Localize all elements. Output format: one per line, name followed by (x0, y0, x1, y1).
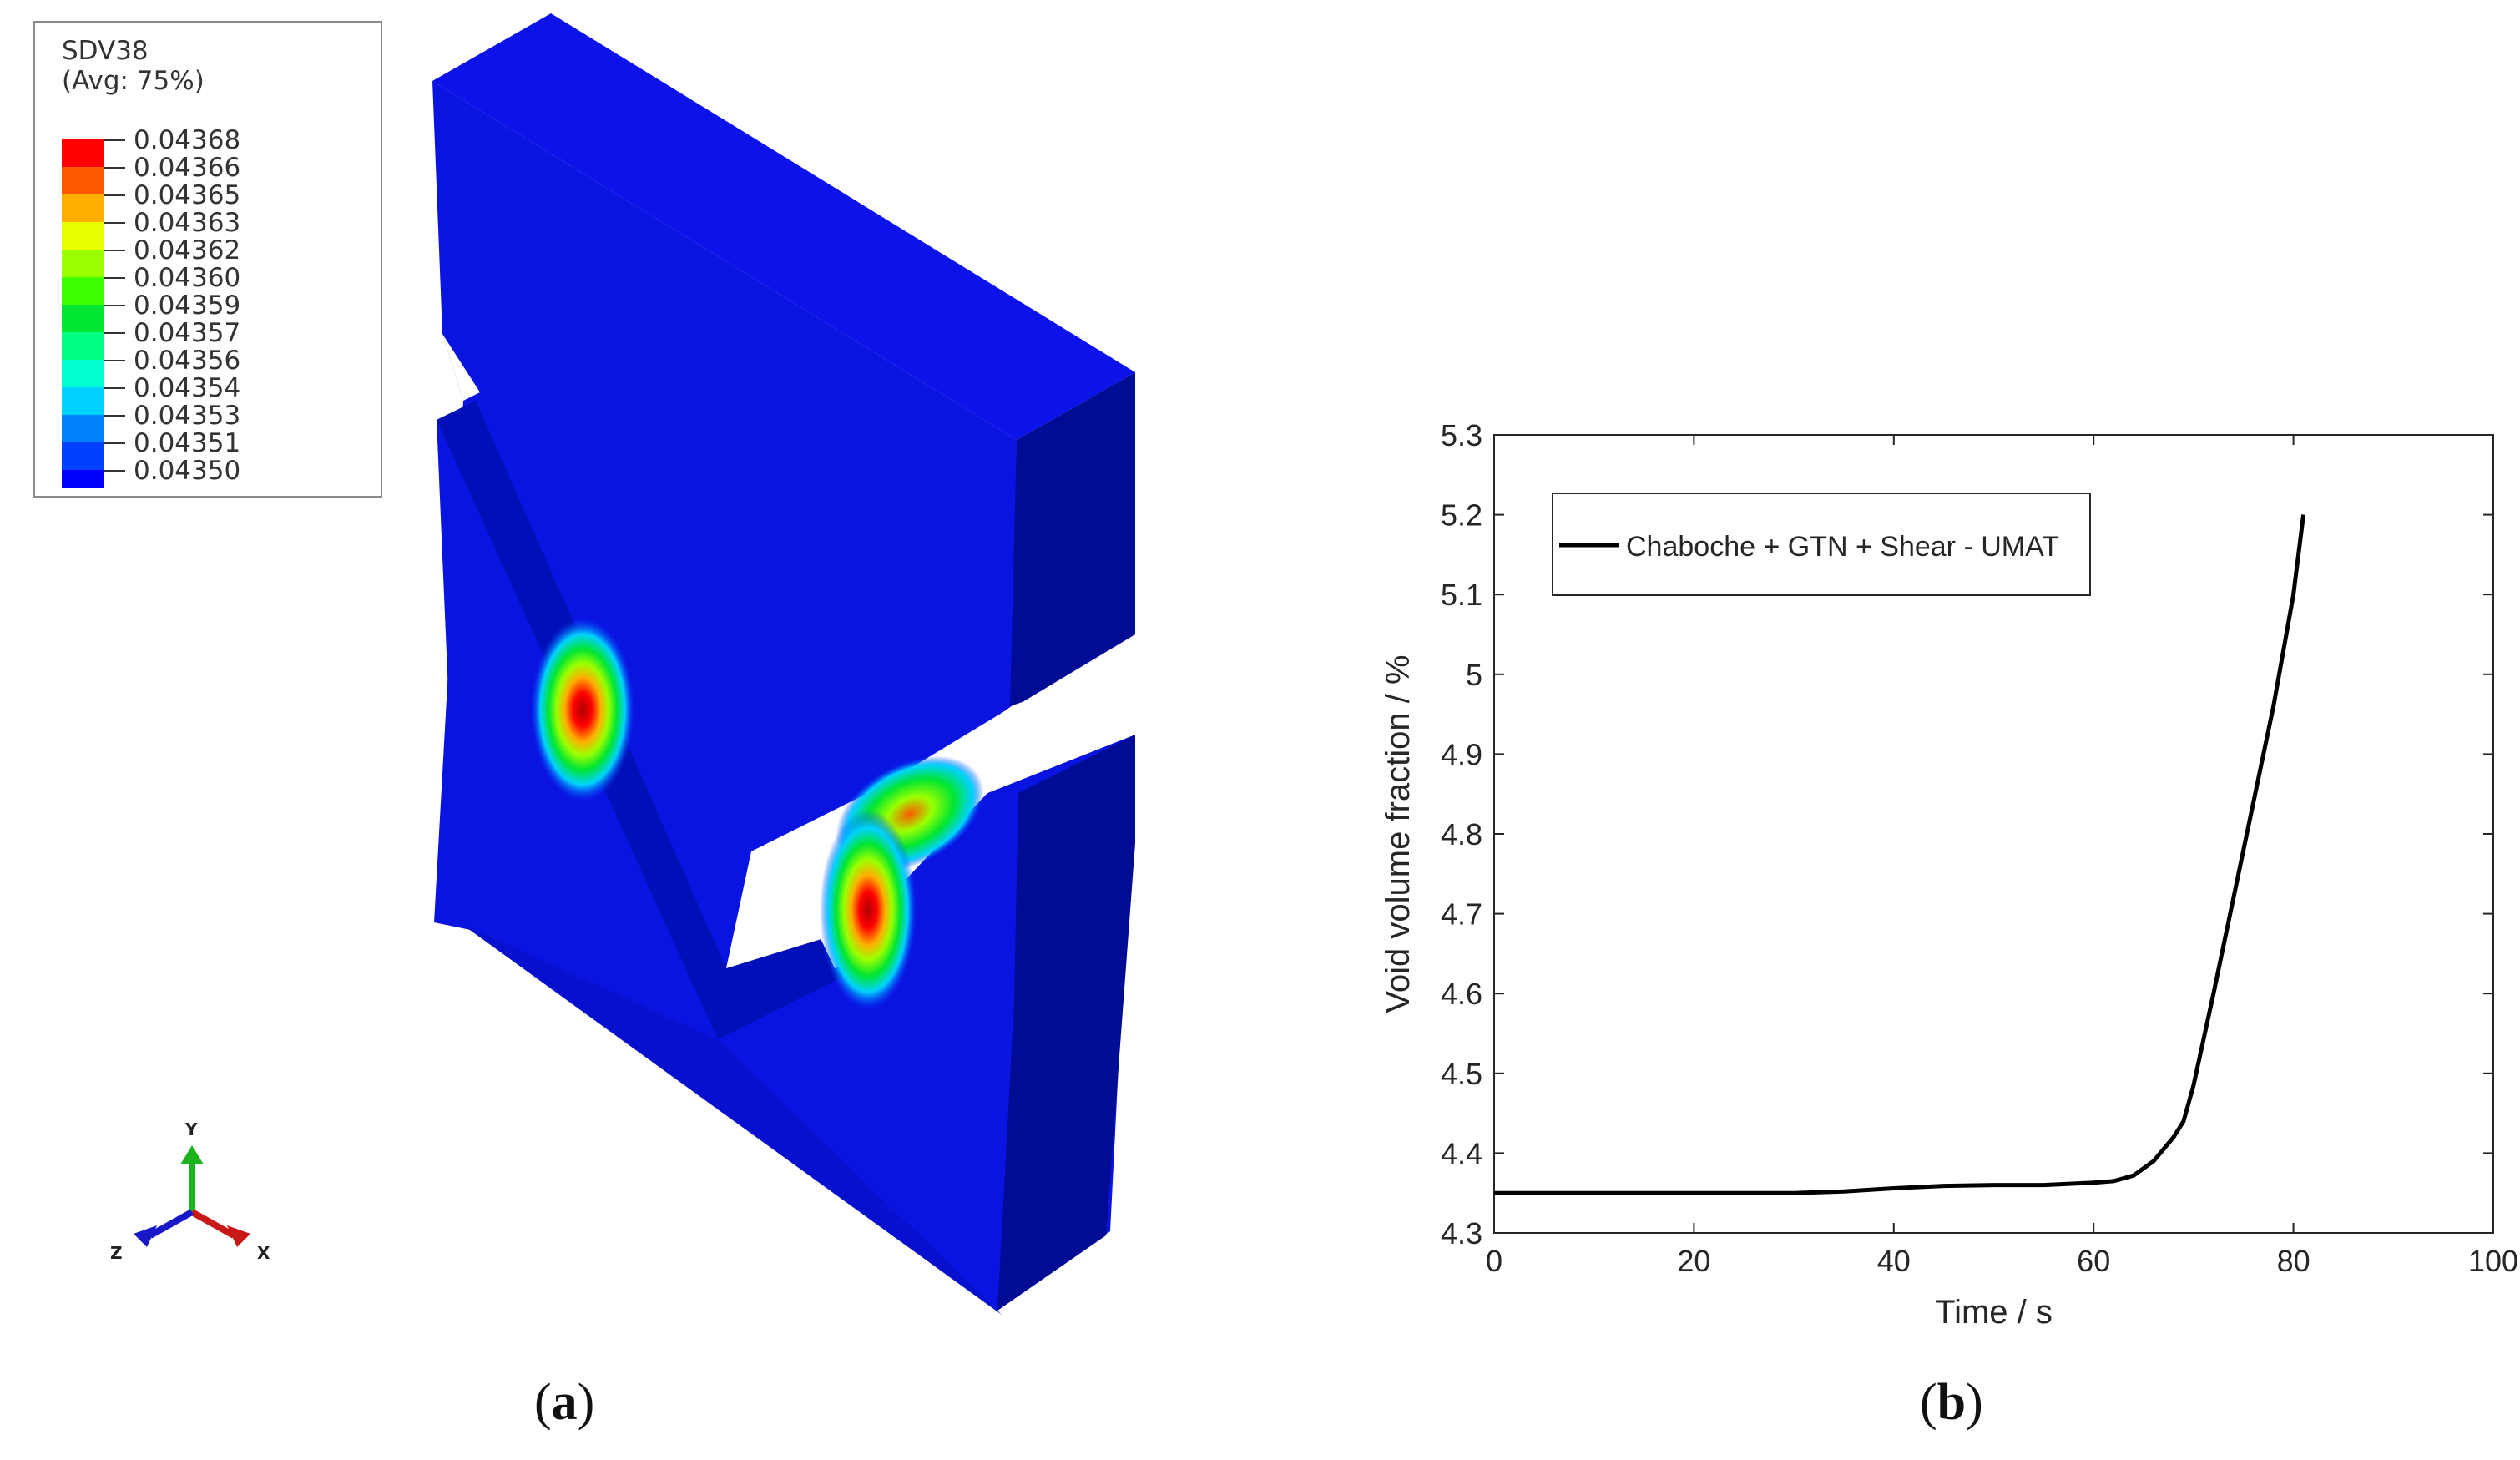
legend-tick (104, 305, 125, 306)
legend-value: 0.04354 (134, 373, 241, 403)
legend-value: 0.04357 (134, 318, 241, 348)
y-tick-label: 4.7 (1441, 897, 1482, 932)
legend-tick (104, 442, 125, 444)
axis-triad: Y X Z (110, 1119, 270, 1263)
legend-variable: SDV38 (62, 36, 149, 66)
legend-averaging: (Avg: 75%) (62, 66, 205, 96)
notch-right (958, 664, 1135, 793)
plot-area (1493, 434, 2494, 1234)
legend-swatch (62, 470, 104, 488)
upper-block-top-face (432, 13, 1135, 440)
series-layer (1494, 514, 2306, 1195)
legend-tick (104, 470, 125, 472)
y-tick-label: 5.2 (1441, 498, 1482, 533)
legend-value: 0.04356 (134, 346, 241, 376)
triad-z-label: Z (110, 1243, 123, 1263)
legend-tick (104, 277, 125, 279)
legend-swatch (62, 194, 104, 222)
legend-tick (104, 360, 125, 361)
legend-series-name: Chaboche + GTN + Shear - UMAT (1626, 531, 2059, 563)
hotspot-left (531, 618, 634, 801)
legend-value: 0.04368 (134, 125, 241, 155)
x-tick-label: 100 (2468, 1244, 2518, 1278)
legend-swatch (62, 415, 104, 442)
hotspot-lower (820, 810, 917, 1010)
legend-swatch (62, 360, 104, 387)
legend-tick (104, 222, 125, 224)
series-line-0 (1494, 514, 2306, 1195)
triad-x-label: X (257, 1243, 270, 1263)
lower-bottom-face (467, 927, 1002, 1315)
y-tick-label: 5.1 (1441, 578, 1482, 612)
legend-value: 0.04363 (134, 208, 241, 238)
legend-tick (104, 250, 125, 251)
x-tick-label: 20 (1677, 1244, 1710, 1278)
axis-ticks: 0 20 40 60 80 100 4.3 4.4 4.5 4.6 4.7 4.8 4.9 5 5.1 5.2… (1441, 418, 2518, 1278)
y-tick-label: 4.5 (1441, 1057, 1482, 1091)
triad-y-label: Y (184, 1119, 198, 1139)
legend-value: 0.04365 (134, 180, 241, 210)
y-tick-label: 4.6 (1441, 977, 1482, 1011)
y-axis-label: Void volume fraction / % (1380, 654, 1417, 1013)
legend-value: 0.04350 (134, 456, 241, 486)
legend-tick (104, 415, 125, 417)
x-tick-label: 60 (2077, 1244, 2110, 1278)
y-tick-label: 5 (1466, 658, 1482, 692)
legend-value: 0.04360 (134, 263, 241, 293)
legend-value: 0.04362 (134, 235, 241, 265)
legend-value: 0.04359 (134, 290, 241, 321)
legend-swatch (62, 442, 104, 470)
x-tick-label: 80 (2277, 1244, 2310, 1278)
chart-legend: Chaboche + GTN + Shear - UMAT (1552, 493, 2091, 596)
lower-block-side-face (997, 735, 1135, 1311)
legend-swatch (62, 139, 104, 167)
y-tick-label: 4.8 (1441, 817, 1482, 851)
legend-swatch (62, 250, 104, 277)
legend-tick (104, 139, 125, 141)
legend-swatch (62, 222, 104, 250)
fe-model-view: Y X Z (110, 13, 1135, 1315)
legend-value: 0.04366 (134, 153, 241, 183)
legend-swatch (62, 387, 104, 415)
panel-label-a: (a) (534, 1374, 595, 1431)
y-tick-label: 4.9 (1441, 737, 1482, 771)
legend-tick (104, 194, 125, 196)
legend-value: 0.04351 (134, 428, 241, 458)
x-axis-label: Time / s (1935, 1294, 2053, 1331)
legend-swatch (62, 277, 104, 305)
lower-block-front-face (437, 401, 1135, 1311)
legend-tick (104, 387, 125, 389)
legend-tick (104, 167, 125, 169)
y-tick-label: 4.3 (1441, 1216, 1482, 1250)
notch-upper (442, 334, 480, 401)
panel-label-b: (b) (1920, 1374, 1983, 1431)
legend-tick (104, 332, 125, 334)
legend-swatch (62, 332, 104, 360)
x-tick-label: 40 (1877, 1244, 1911, 1278)
x-tick-label: 0 (1486, 1244, 1502, 1278)
legend-swatch (62, 167, 104, 194)
y-tick-label: 4.4 (1441, 1136, 1482, 1170)
legend-value: 0.04353 (134, 401, 241, 431)
upper-block-side-face (1010, 372, 1135, 710)
y-tick-label: 5.3 (1441, 418, 1482, 452)
legend-swatch (62, 305, 104, 332)
